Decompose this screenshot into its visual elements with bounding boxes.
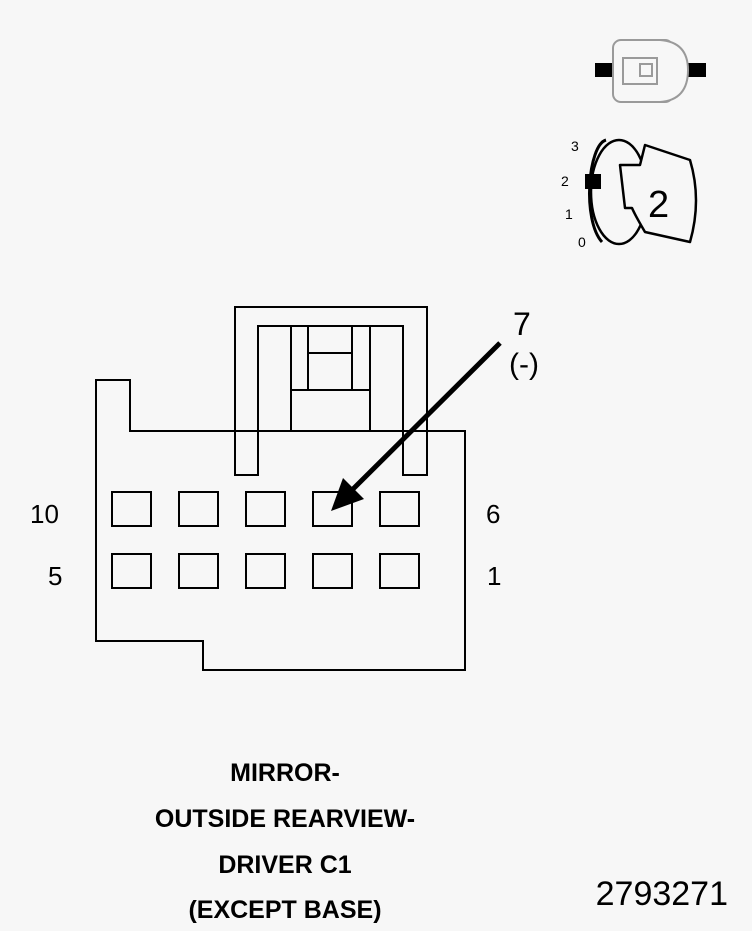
pin-callout-number: 7	[513, 306, 531, 342]
connector-body	[95, 306, 466, 671]
dial-label-1: 1	[565, 206, 573, 222]
cavity-4	[178, 553, 219, 589]
cavity-1	[379, 553, 420, 589]
title-line-4: (EXCEPT BASE)	[188, 896, 382, 924]
pin-cavities	[111, 491, 420, 589]
cavity-8	[245, 491, 286, 527]
cavity-2	[312, 553, 353, 589]
pin-callout-polarity: (-)	[509, 348, 539, 381]
document-number: 2793271	[595, 875, 728, 913]
row-label-top-left: 10	[30, 499, 59, 529]
dial-label-3: 3	[571, 138, 579, 154]
cavity-3	[245, 553, 286, 589]
cavity-6	[379, 491, 420, 527]
cavity-10	[111, 491, 152, 527]
row-label-top-right: 6	[486, 499, 500, 529]
title-line-3: DRIVER C1	[218, 851, 352, 879]
row-label-bottom-right: 1	[487, 561, 501, 591]
title-line-1: MIRROR-	[230, 759, 340, 787]
title-line-2: OUTSIDE REARVIEW-	[154, 805, 416, 833]
pin-callout-arrow	[331, 341, 502, 511]
cavity-7	[312, 491, 353, 527]
dial-value: 2	[648, 184, 669, 226]
dial-label-0: 0	[578, 234, 586, 250]
row-label-bottom-left: 5	[48, 561, 62, 591]
cavity-9	[178, 491, 219, 527]
connector-icon	[595, 39, 706, 103]
cavity-5	[111, 553, 152, 589]
position-dial-icon: 3 2 1 0 2	[561, 138, 698, 250]
dial-label-2: 2	[561, 173, 569, 189]
